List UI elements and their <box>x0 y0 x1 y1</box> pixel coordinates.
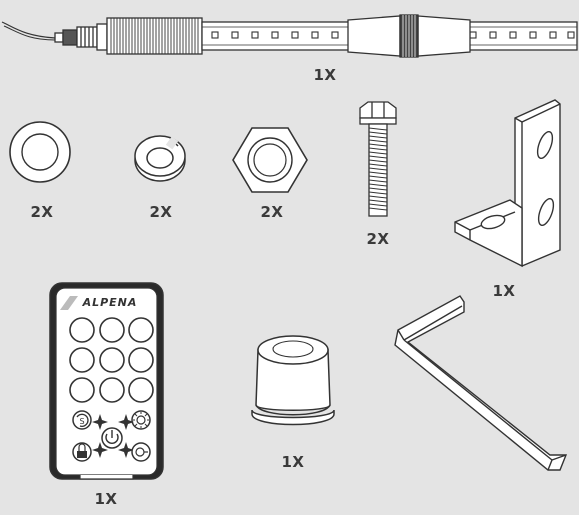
lock-washer <box>134 135 186 182</box>
remote-brand: ALPENA <box>82 296 138 309</box>
hex-nut <box>232 127 308 193</box>
flat-washer-qty: 2X <box>30 203 54 221</box>
remote-control: S <box>49 282 164 480</box>
power-icon <box>101 427 123 449</box>
hex-nut-qty: 2X <box>260 203 284 221</box>
svg-text:S: S <box>79 417 84 426</box>
rotate-icon: S <box>72 410 92 430</box>
strip-ribbed-sleeve <box>106 17 203 55</box>
remote-buttons <box>69 317 154 403</box>
strip-threaded-connector <box>76 23 108 51</box>
led-strip-qty: 1X <box>313 66 337 84</box>
lock-icon <box>72 442 92 462</box>
allen-key <box>394 295 568 471</box>
hex-bolt <box>359 101 397 217</box>
l-bracket-qty: 1X <box>492 282 516 300</box>
hex-bolt-qty: 2X <box>366 230 390 248</box>
speed-icon <box>131 442 151 462</box>
remote-qty: 1X <box>94 490 118 508</box>
strip-joint-clip <box>347 14 471 58</box>
end-cap <box>251 335 335 426</box>
flat-washer <box>9 121 71 183</box>
l-bracket <box>454 99 561 268</box>
sparkle-icon <box>92 414 134 458</box>
end-cap-qty: 1X <box>281 453 305 471</box>
lock-washer-qty: 2X <box>149 203 173 221</box>
led-strip <box>1 14 578 58</box>
light-burst-icon <box>131 410 151 430</box>
